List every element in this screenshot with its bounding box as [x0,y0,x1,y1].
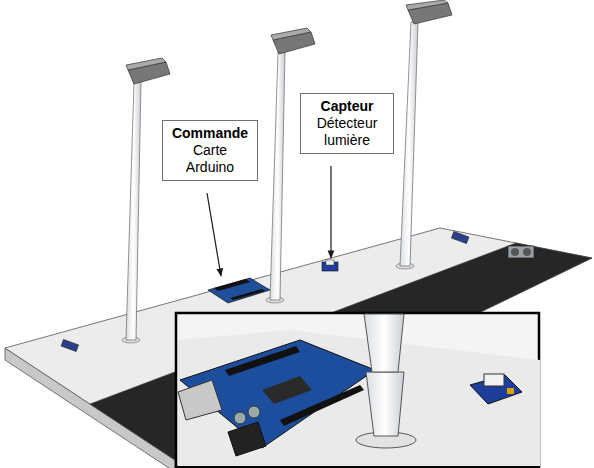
lamp-post-zoom [364,314,404,372]
callout-box: CapteurDétecteur lumière [300,93,394,154]
lamp-post [126,82,141,340]
small-module [451,232,468,244]
lamp-post [400,22,418,266]
capacitor [248,406,260,418]
callout-heading: Commande [166,125,254,142]
sensor-connector [326,260,334,265]
lamp-head-top [406,0,448,10]
power-jack [228,422,266,456]
ultrasonic-eye [523,248,531,256]
zoom-inset [176,313,539,467]
ultrasonic-sensor [508,246,534,258]
sensor-connector [484,374,504,386]
callout-box: CommandeCarte Arduino [162,120,258,181]
lamp-head-top [126,58,166,70]
lamp-post [270,52,285,300]
arduino-header [214,279,250,291]
leader-line [207,193,221,276]
small-module [61,339,78,351]
arduino-header [230,289,265,300]
pole-sleeve [366,372,404,436]
photo-cell [507,388,514,394]
callout-text: Détecteur lumière [311,115,383,149]
inset-platform [178,330,540,466]
microcontroller-chip [262,376,312,404]
light-sensor-zoom [470,375,522,404]
callout-text: Carte Arduino [174,142,246,176]
ultrasonic-eye [511,248,519,256]
lamp-head-top [271,28,311,40]
arduino-header [225,346,300,376]
arduino-board [208,278,270,303]
leader-line [330,166,331,258]
callout-heading: Capteur [304,98,390,115]
capacitor [234,412,246,424]
usb-connector [178,380,222,420]
